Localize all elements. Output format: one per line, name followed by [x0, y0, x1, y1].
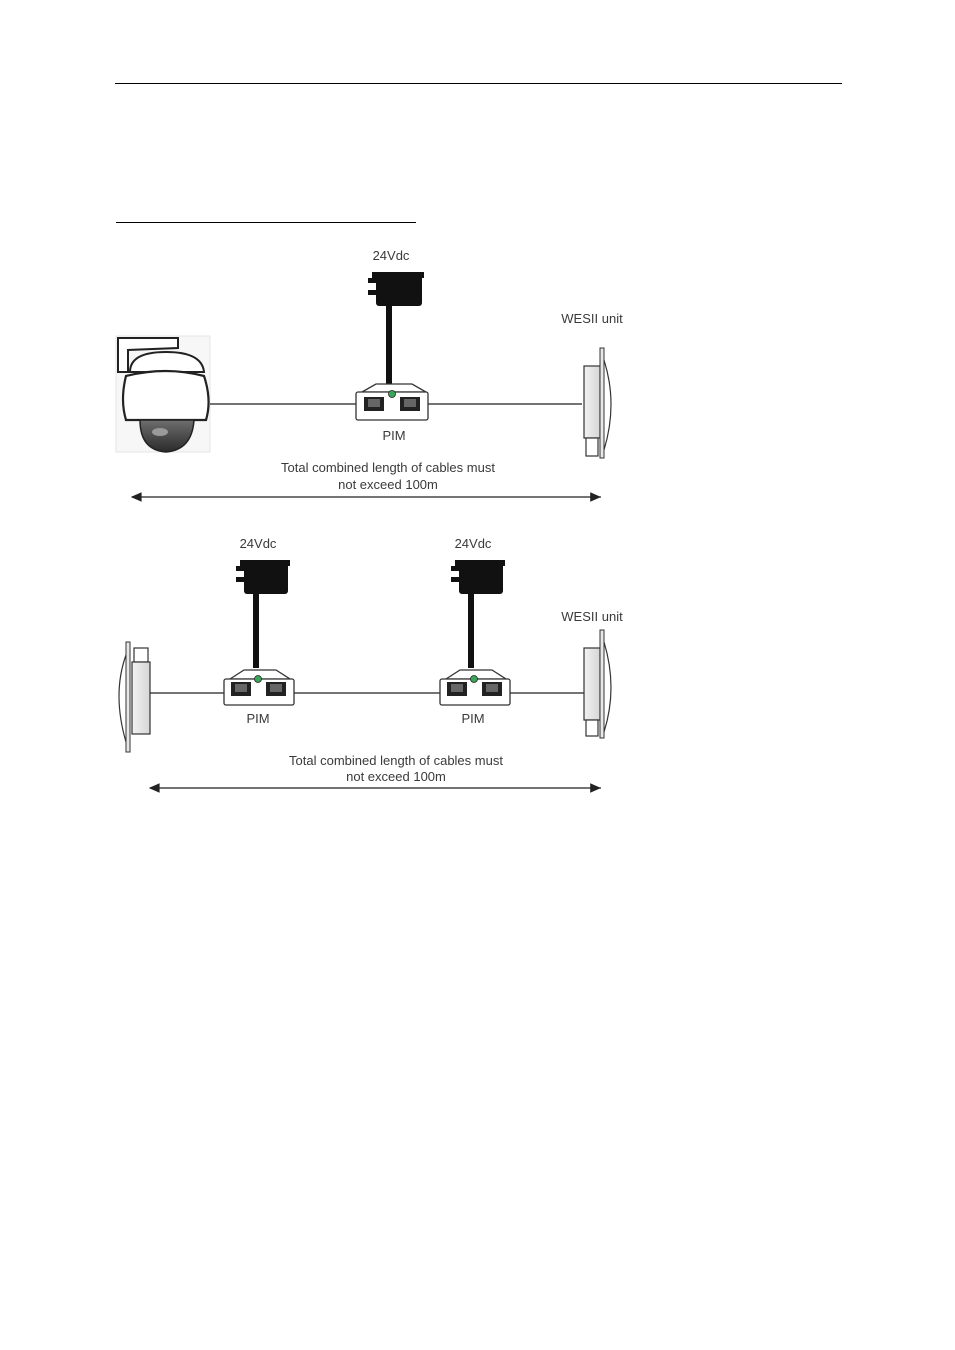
- power-label: 24Vdc: [373, 248, 410, 263]
- cable-note-line1: Total combined length of cables must: [281, 460, 495, 475]
- diagram-2: 24Vdc PIM 24Vdc: [118, 536, 623, 793]
- pim-injector-icon: [355, 383, 429, 421]
- ptz-camera-icon: [115, 335, 211, 453]
- power-label-left: 24Vdc: [240, 536, 277, 551]
- wesii-unit-left-icon: [118, 641, 151, 753]
- wesii-unit-icon: [583, 347, 612, 459]
- power-adapter-icon: [368, 272, 424, 384]
- cable-note-line2: not exceed 100m: [346, 769, 446, 784]
- power-adapter-icon: [236, 560, 290, 668]
- pim-label-right: PIM: [461, 711, 484, 726]
- device-label: WESII unit: [561, 311, 623, 326]
- power-label-right: 24Vdc: [455, 536, 492, 551]
- pim-label-left: PIM: [246, 711, 269, 726]
- power-adapter-icon: [451, 560, 505, 668]
- wesii-unit-right-icon: [583, 629, 612, 739]
- cable-note-line1: Total combined length of cables must: [289, 753, 503, 768]
- diagram-1: 24Vdc PIM WESII unit Total combined leng…: [115, 248, 623, 502]
- header-rule: [115, 83, 842, 84]
- pim-injector-icon: [223, 669, 295, 706]
- cable-note-line2: not exceed 100m: [338, 477, 438, 492]
- pim-label: PIM: [382, 428, 405, 443]
- device-label: WESII unit: [561, 609, 623, 624]
- pim-injector-icon: [439, 669, 511, 706]
- section-rule: [116, 222, 416, 223]
